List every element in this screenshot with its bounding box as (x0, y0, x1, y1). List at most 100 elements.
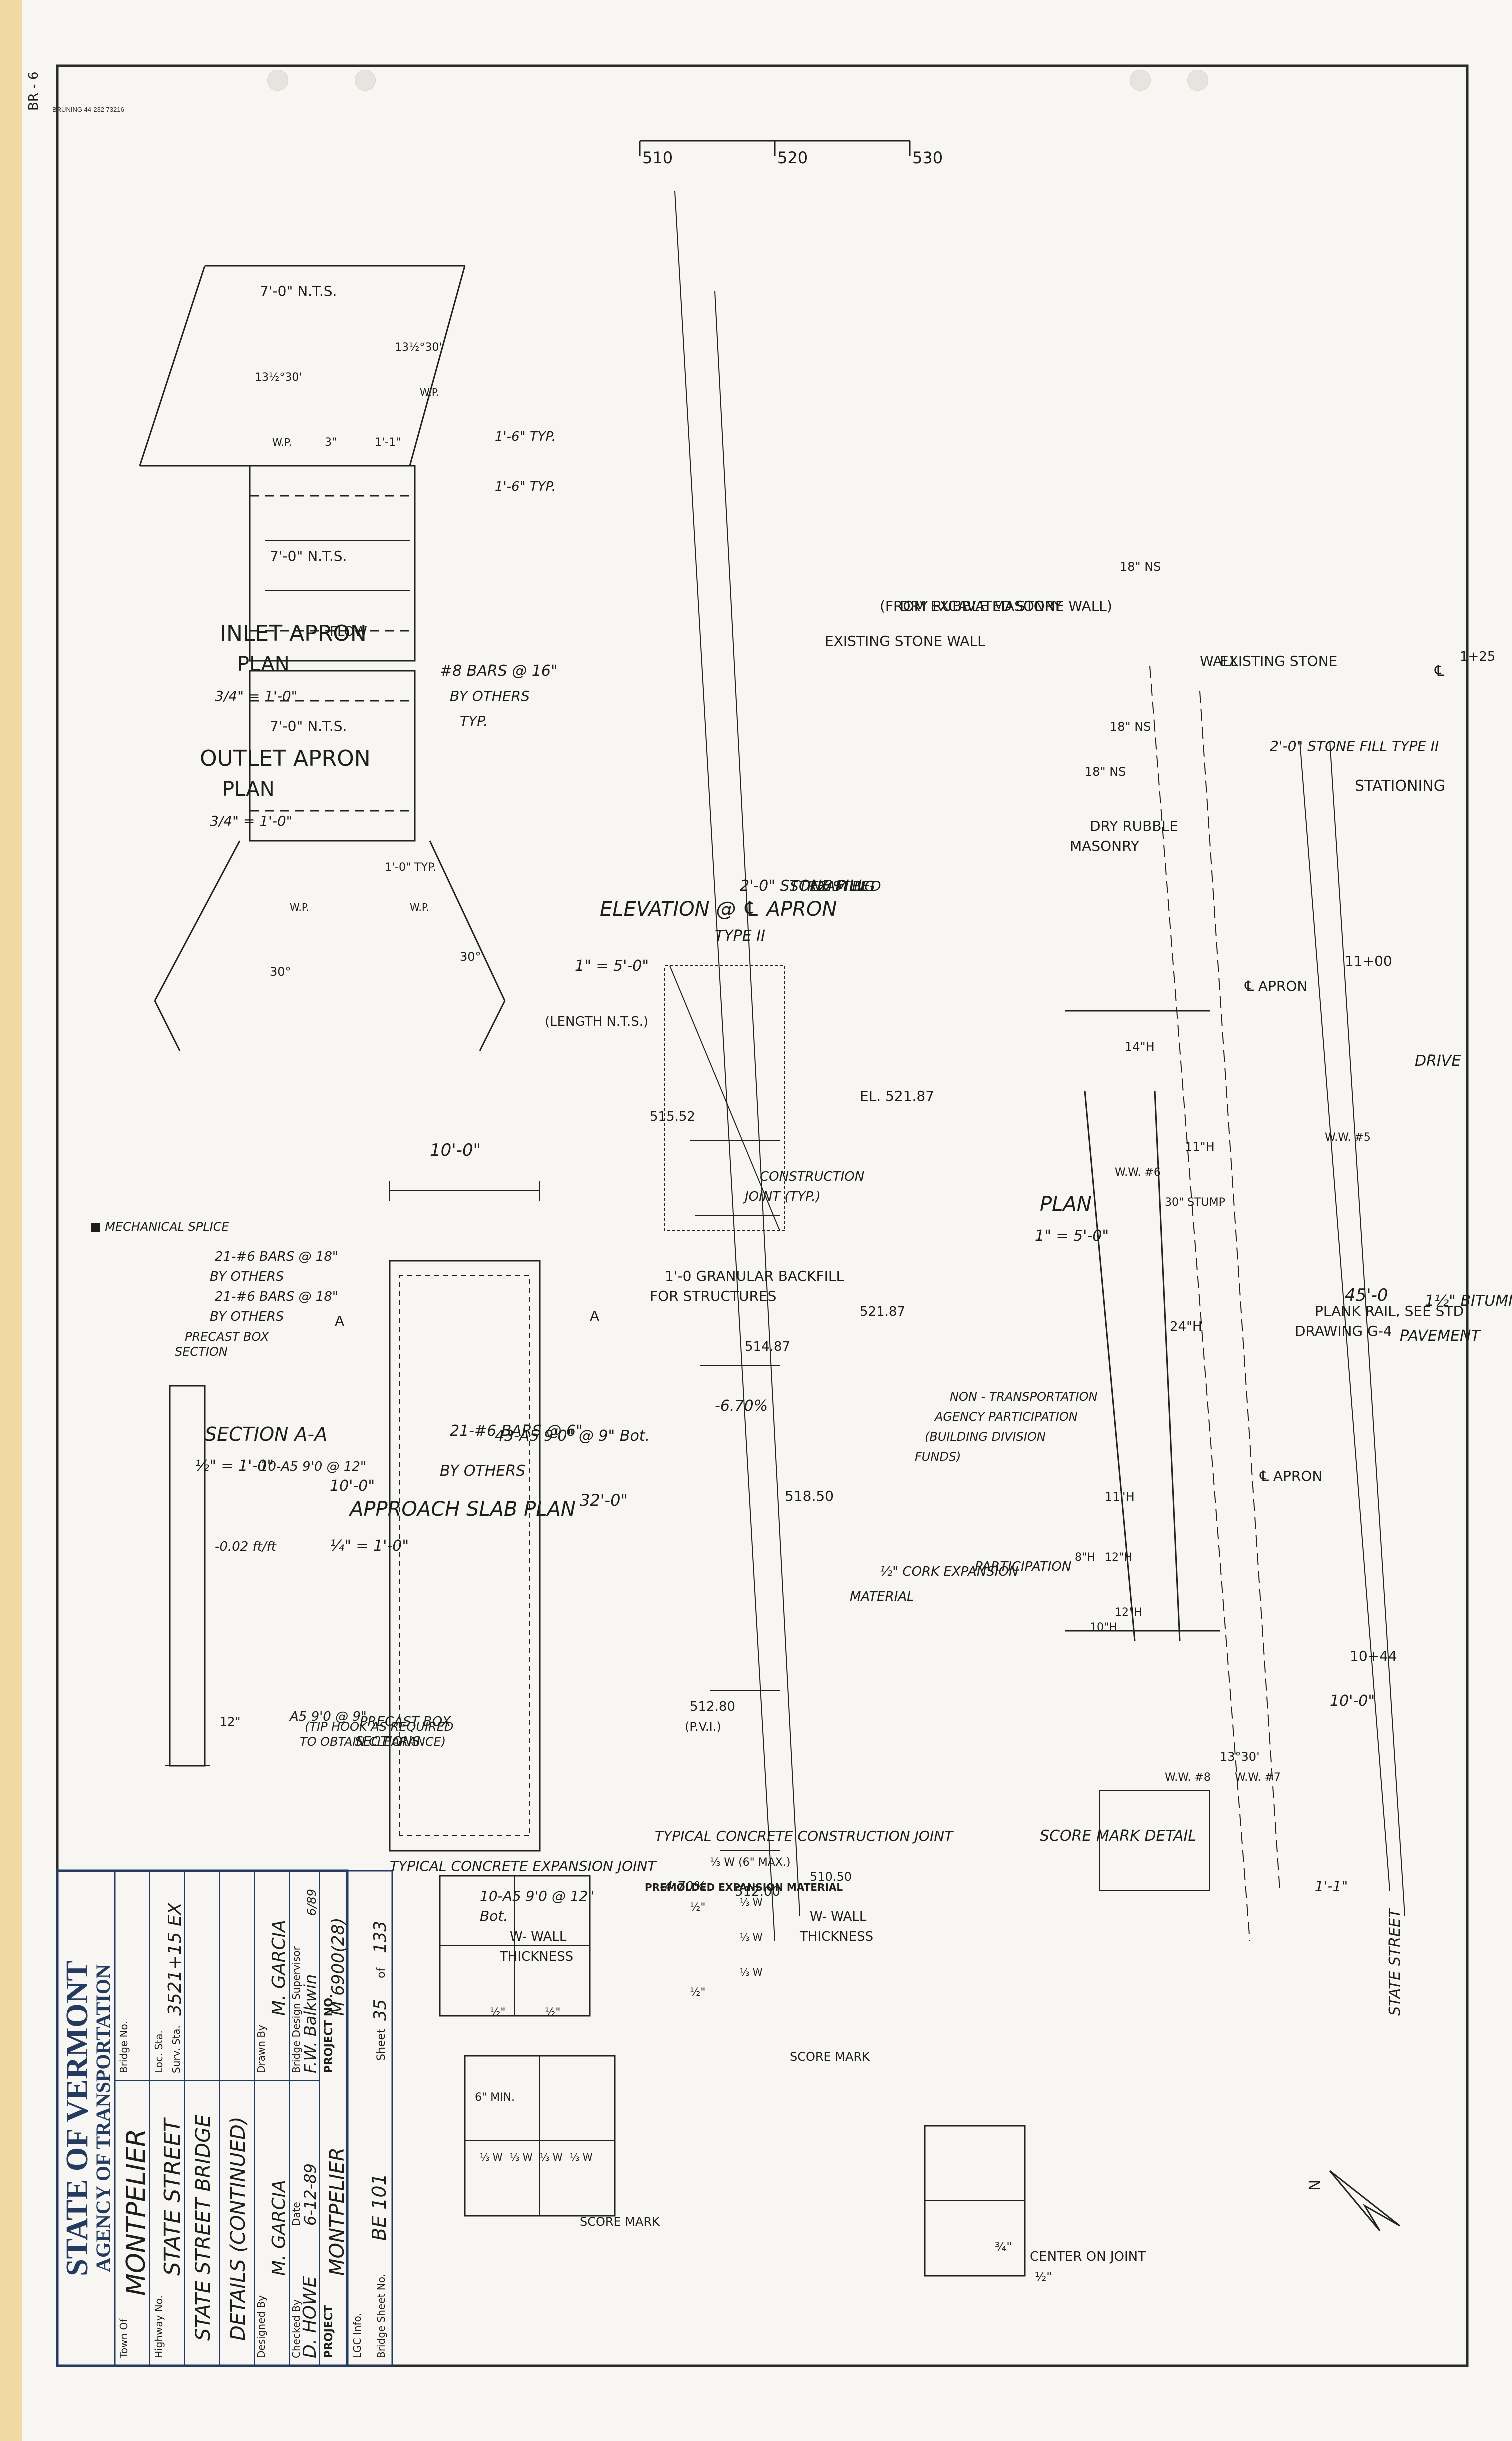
plan-title: PLAN (1040, 1193, 1092, 1216)
inlet-dim-a: 1'-6" TYP. (495, 430, 556, 444)
north-arrow-icon (1329, 2170, 1400, 2232)
ej-w3-f: ⅓ W (540, 2152, 563, 2164)
town-value: MONTPELIER (122, 2129, 152, 2296)
section-dim-12: 12" (220, 1715, 241, 1729)
section-precast-2: SECTION (175, 1345, 228, 1359)
non-transportation-label-4: FUNDS) (915, 1450, 961, 1464)
slope-1: -6.70% (715, 1398, 768, 1415)
section-aa-scale: ½" = 1'-0" (195, 1458, 274, 1475)
tree-11h-b: 11"H (1105, 1490, 1135, 1504)
project-value: MONTPELIER (326, 2148, 349, 2276)
checked-by-label: Checked By (290, 2300, 302, 2358)
highway-label: Highway No. (153, 2296, 165, 2358)
tree-10h: 10"H (1090, 1622, 1118, 1634)
participation-label: PARTICIPATION (975, 1560, 1072, 1574)
wing-wall-8: W.W. #8 (1165, 1772, 1211, 1784)
ns-18-c: 18" NS (1085, 765, 1126, 779)
existing-stream-label: EXISTING (810, 878, 876, 894)
elev-510: 510 (642, 148, 673, 168)
inlet-dim-d: 1'-1" (375, 436, 401, 449)
inlet-wp-1: W.P. (272, 436, 292, 448)
section-aa-title: SECTION A-A (205, 1424, 328, 1446)
plan-scale: 1" = 5'-0" (1035, 1228, 1109, 1245)
section-precast: PRECAST BOX (185, 1330, 270, 1344)
elevation-scale: 1" = 5'-0" (575, 958, 649, 975)
cl-apron-2: ℄ APRON (1260, 1468, 1322, 1484)
existing-stone-wall-label: EXISTING STONE (1220, 653, 1338, 670)
tree-8h: 8"H (1075, 1552, 1096, 1564)
drawn-by-value: M. GARCIA (269, 1920, 290, 2016)
construction-joint-title: TYPICAL CONCRETE CONSTRUCTION JOINT (655, 1828, 954, 1844)
highway-value: STATE STREET (160, 2118, 186, 2276)
slab-precast-label-2: SECTIONS (355, 1734, 420, 1750)
supervisor-value: F.W. Balkwin (301, 1974, 320, 2074)
outlet-wp-1: W.P. (290, 902, 310, 914)
non-transportation-label-3: (BUILDING DIVISION (925, 1430, 1046, 1444)
ej-half-d: ½" (545, 2006, 560, 2019)
corner-ref: BR - 6 (26, 72, 42, 111)
inlet-dim-b: 1'-6" TYP. (495, 480, 556, 494)
ej-thickness: THICKNESS (500, 1950, 574, 1964)
plank-rail-label-2: DRAWING G-4 (1295, 1323, 1392, 1340)
expansion-joint-title: TYPICAL CONCRETE EXPANSION JOINT (390, 1858, 657, 1874)
tree-14h: 14"H (1125, 1040, 1155, 1054)
cj-thickness: THICKNESS (800, 1930, 874, 1944)
cj-w3-a: ⅓ W (740, 1896, 763, 1908)
dry-rubble-label: DRY RUBBLE MASONRY (900, 598, 1063, 614)
inlet-angle-1: 13½°30' (255, 372, 302, 384)
cork-label: ½" CORK EXPANSION (880, 1564, 1018, 1580)
section-slope: -0.02 ft/ft (215, 1540, 277, 1554)
project-label: PROJECT (323, 2306, 336, 2358)
cj-half-a: ½" (690, 1902, 706, 1914)
construction-joint-label-2: JOINT (TYP.) (742, 1190, 821, 1204)
plan-dry-rubble-2: MASONRY (1070, 838, 1140, 854)
outlet-bars: #8 BARS @ 16" (440, 662, 558, 680)
outlet-title: OUTLET APRON (200, 746, 371, 772)
section-bars-10: 10-A5 9'0 @ 12" (260, 1460, 366, 1474)
inlet-apron-plan (139, 265, 466, 662)
centerline-top: ℄ (1434, 662, 1444, 680)
slab-bars-21: 21-#6 BARS @ 6" (450, 1422, 583, 1440)
cj-w3-c: ⅓ W (740, 1966, 763, 1978)
outlet-bars-2: BY OTHERS (450, 688, 530, 704)
slab-by-others: BY OTHERS (440, 1462, 526, 1480)
wing-wall-5: W.W. #5 (1325, 1132, 1371, 1144)
pvi-label: (P.V.I.) (685, 1720, 722, 1734)
binder-hole (1130, 70, 1151, 91)
station-11-00: 11+00 (1345, 953, 1392, 970)
cj-w3-b: ⅓ W (740, 1932, 763, 1944)
inlet-angle-2: 13½°30' (395, 342, 442, 354)
section-mark-a-1: A (335, 1313, 344, 1330)
north-arrow-label: N (1306, 2180, 1324, 2191)
stone-fill-label-2: TYPE II (715, 928, 766, 945)
supervisor-date: 6/89 (305, 1889, 319, 1916)
elev-514-87: 514.87 (745, 1340, 790, 1354)
section-aa (165, 1385, 210, 1767)
sheet-no: 35 (370, 2000, 390, 2021)
sheet-total: 133 (370, 1921, 390, 1954)
inlet-dim-c: 3" (325, 436, 337, 449)
title-line-1: STATE STREET BRIDGE (192, 2114, 215, 2341)
title-block: STATE OF VERMONT AGENCY OF TRANSPORTATIO… (56, 1870, 394, 2368)
binder-hole (268, 70, 288, 91)
section-bars-1: 21-#6 BARS @ 18" (215, 1250, 338, 1264)
slab-dim-10: 10'-0" (430, 1140, 481, 1160)
length-note: (LENGTH N.T.S.) (545, 1014, 648, 1030)
dim-32: 32'-0" (580, 1491, 628, 1510)
elev-515-52: 515.52 (650, 1110, 696, 1124)
date-label: Date (290, 2202, 302, 2226)
binder-hole (1188, 70, 1208, 91)
outlet-dim-typ: 1'-0" TYP. (385, 862, 436, 874)
dim-1-1: 1'-1" (1315, 1878, 1348, 1894)
ej-half-c: ½" (490, 2006, 506, 2019)
stone-fill-label: 2'-0" STONE FILL (740, 878, 866, 895)
inlet-wp-2: W.P. (420, 386, 440, 398)
section-mark-a-2: A (590, 1308, 600, 1324)
paper-edge-strip (0, 0, 22, 2441)
plan-view (1065, 666, 1406, 1942)
existing-stream-label-2: STREAM BED (790, 878, 882, 894)
outlet-apron-plan (154, 670, 506, 1052)
